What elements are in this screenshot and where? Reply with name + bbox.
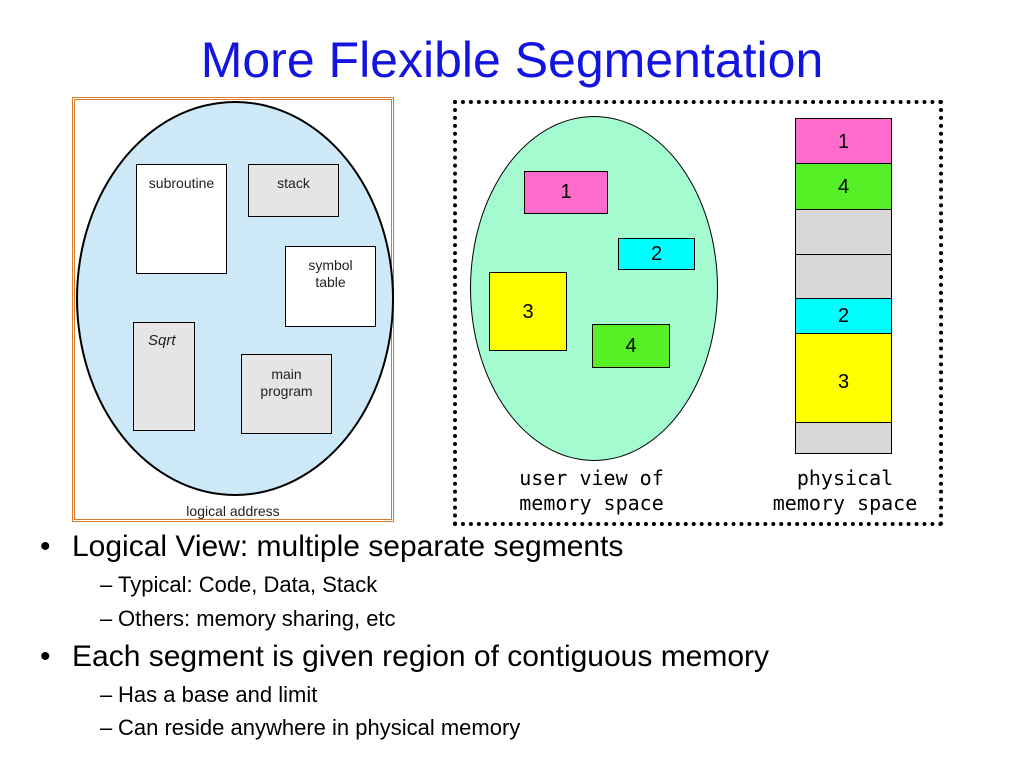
user-segment-4-label: 4 [625, 334, 637, 357]
physical-memory-caption: physical memory space [755, 466, 935, 516]
user-segment-2: 2 [618, 238, 695, 270]
user-segment-1-label: 1 [560, 181, 572, 203]
user-segment-3-label: 3 [522, 301, 534, 323]
memory-views-frame [453, 100, 943, 526]
main-program-label-line1: main [271, 366, 302, 382]
stack-label: stack [277, 175, 310, 191]
user-segment-3: 3 [489, 272, 567, 351]
sub-bullet-text: Others: memory sharing, etc [118, 606, 396, 631]
sub-bullet-marker: – [100, 606, 113, 631]
sqrt-label: Sqrt [148, 332, 176, 349]
symbol-table-label-line1: symbol [308, 257, 353, 273]
physical-block-3-label: 3 [837, 371, 850, 393]
physical-free-block [795, 254, 892, 299]
symbol-table-segment: symbol table [285, 246, 376, 327]
user-view-caption-line2: memory space [519, 491, 664, 515]
symbol-table-label-line2: table [315, 274, 346, 290]
logical-address-caption: logical address [186, 503, 280, 519]
sub-bullet-marker: – [100, 715, 113, 740]
sub-bullet-item: –Others: memory sharing, etc [100, 606, 396, 632]
sub-bullet-text: Typical: Code, Data, Stack [118, 572, 378, 597]
sub-bullet-marker: – [100, 572, 113, 597]
sub-bullet-item: –Typical: Code, Data, Stack [100, 572, 377, 598]
main-program-segment: main program [241, 354, 332, 434]
sub-bullet-text: Can reside anywhere in physical memory [118, 715, 521, 740]
physical-free-block [795, 209, 892, 255]
main-program-label-line2: program [260, 383, 313, 399]
sub-bullet-text: Has a base and limit [118, 682, 318, 707]
bullet-marker: • [40, 640, 51, 673]
bullet-text: Each segment is given region of contiguo… [72, 640, 770, 673]
stack-segment: stack [248, 164, 339, 217]
user-view-caption-line1: user view of [519, 466, 664, 490]
physical-memory-caption-line1: physical [796, 466, 894, 490]
physical-block-4-label: 4 [837, 176, 850, 198]
physical-free-block [795, 422, 892, 454]
physical-block-2: 2 [795, 298, 892, 334]
physical-block-1-label: 1 [837, 131, 850, 153]
sub-bullet-item: –Has a base and limit [100, 682, 317, 708]
user-view-caption: user view of memory space [499, 466, 684, 516]
physical-block-4: 4 [795, 163, 892, 210]
physical-memory-caption-line2: memory space [772, 491, 918, 515]
subroutine-label: subroutine [148, 175, 215, 191]
user-segment-1: 1 [524, 171, 608, 214]
user-segment-4: 4 [592, 324, 670, 368]
bullet-item: • Each segment is given region of contigu… [40, 640, 769, 674]
subroutine-segment: subroutine [136, 164, 227, 274]
physical-block-2-label: 2 [837, 304, 850, 327]
physical-block-3: 3 [795, 333, 892, 423]
bullet-marker: • [40, 530, 51, 563]
sub-bullet-item: –Can reside anywhere in physical memory [100, 715, 520, 741]
sub-bullet-marker: – [100, 682, 113, 707]
slide-title: More Flexible Segmentation [200, 32, 824, 88]
sqrt-segment: Sqrt [133, 322, 195, 431]
user-segment-2-label: 2 [650, 242, 663, 265]
bullet-item: • Logical View: multiple separate segment… [40, 530, 623, 564]
physical-block-1: 1 [795, 118, 892, 164]
bullet-text: Logical View: multiple separate segments [72, 530, 624, 563]
